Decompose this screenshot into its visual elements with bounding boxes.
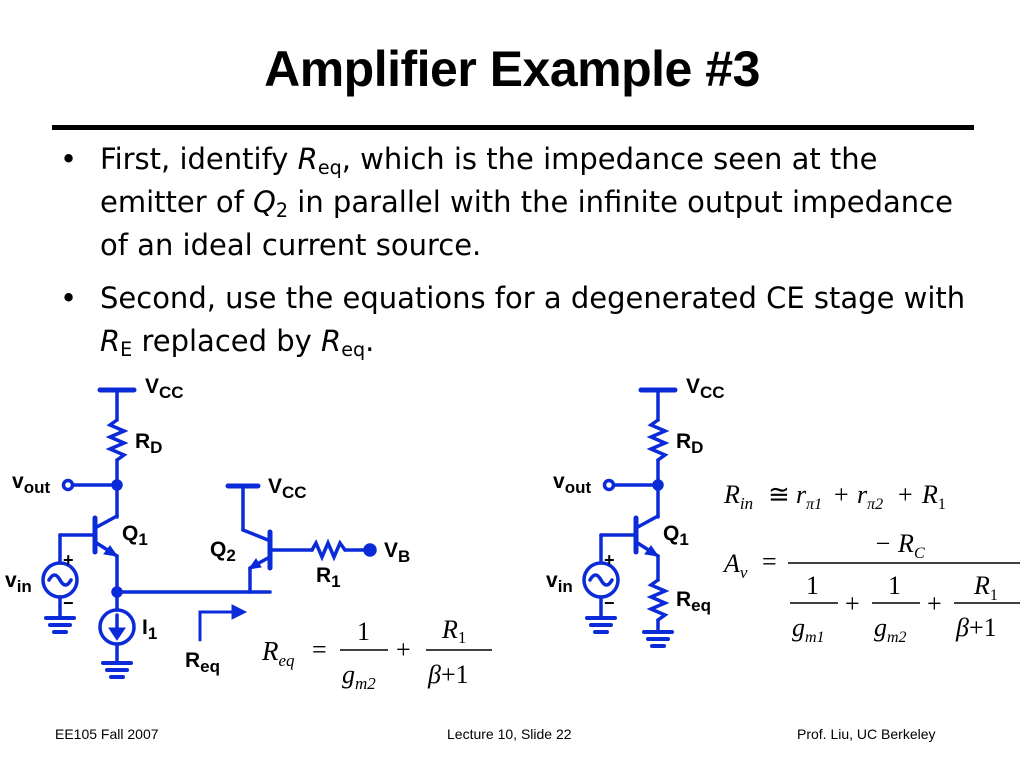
i1-label: I1: [142, 616, 157, 643]
q2-emitter-arrow: [247, 558, 262, 570]
req-eq-equals: =: [312, 635, 327, 664]
vout-terminal: [61, 478, 75, 492]
right-circuit-labels: VCC RD vout Q1 + − vin Req: [546, 375, 725, 615]
q1-emitter-arrow: [103, 545, 119, 557]
av-eq-equals: =: [762, 547, 777, 576]
vout-label: vout: [553, 470, 591, 497]
vout-terminal: [602, 478, 616, 492]
bullet-text-part: , which is the impedance seen at the emi…: [100, 142, 878, 219]
vin-sine: [588, 573, 614, 587]
req-eq-term1-den: gm2: [342, 660, 376, 693]
q1-collector: [634, 514, 660, 530]
bullet-text-part: .: [365, 324, 375, 358]
req-eq-term2-num: R1: [441, 615, 466, 647]
i1-arrow-head: [108, 627, 126, 641]
r1-label: R1: [316, 564, 341, 591]
bullet-item-1: • First, identify Req, which is the impe…: [60, 138, 980, 267]
rin-eq-rpi1: rπ1: [796, 480, 822, 513]
resistor-rd: [105, 418, 129, 462]
av-eq-d1-den: gm1: [792, 613, 825, 646]
req-subscript: eq: [341, 337, 366, 361]
av-eq-numerator: − RC: [874, 529, 925, 562]
rin-eq-plus: +: [898, 480, 913, 509]
q1-emitter-arrow: [644, 545, 660, 557]
req-label: Req: [185, 649, 220, 676]
req-symbol: R: [297, 142, 318, 176]
resistor-r1: [310, 538, 347, 562]
req-indicator-arrow: [231, 604, 248, 620]
footer-author: Prof. Liu, UC Berkeley: [797, 726, 936, 742]
rin-equation: Rin ≅ rπ1 + rπ2 + R1: [723, 480, 946, 513]
av-eq-plus: +: [927, 589, 942, 618]
left-circuit-labels: VCC RD vout Q1 + − vin I1 VCC Q2 VB R1 R…: [5, 375, 410, 676]
bullet-text-2: Second, use the equations for a degenera…: [100, 277, 980, 363]
bullet-text-part: in parallel with the infinite output imp…: [100, 185, 953, 262]
q2-collector: [241, 528, 270, 542]
av-eq-d3-num: R1: [973, 571, 998, 604]
vcc-label: VCC: [686, 375, 725, 402]
req-eq-term2-den: β+1: [427, 660, 469, 689]
rd-label: RD: [676, 430, 703, 457]
req-subscript: eq: [317, 155, 342, 179]
rd-label: RD: [135, 430, 162, 457]
req-indicator: [198, 610, 234, 642]
vin-plus: +: [604, 550, 615, 570]
rin-eq-r1: R1: [921, 480, 946, 513]
vin-label: vin: [546, 569, 573, 596]
q2-label: Q2: [210, 538, 236, 565]
q1-label: Q1: [663, 522, 689, 549]
rin-eq-rpi2: rπ2: [857, 480, 883, 513]
bullet-marker: •: [60, 281, 78, 315]
right-circuit: [582, 387, 678, 648]
footer-slide-number: Lecture 10, Slide 22: [447, 726, 572, 742]
req-eq-plus: +: [396, 635, 411, 664]
slide-title: Amplifier Example #3: [264, 41, 760, 97]
req-label: Req: [676, 588, 711, 615]
av-eq-plus: +: [845, 589, 860, 618]
bullet-marker: •: [60, 142, 78, 176]
req-eq-lhs: Req: [261, 636, 295, 670]
av-eq-d2-num: 1: [888, 571, 901, 600]
vb-label: VB: [384, 539, 410, 566]
rin-eq-lhs: Rin: [723, 480, 753, 513]
vin-label: vin: [5, 569, 32, 596]
q2-subscript: 2: [275, 198, 289, 222]
resistor-req: [646, 578, 670, 622]
bullet-text-1: First, identify Req, which is the impeda…: [100, 138, 980, 267]
vout-label: vout: [12, 470, 50, 497]
av-eq-d1-num: 1: [806, 571, 819, 600]
vin-minus: −: [63, 593, 74, 613]
vcc-label: VCC: [145, 375, 184, 402]
av-eq-lhs: Av: [722, 549, 748, 582]
req-equation: Req = 1 gm2 + R1 β+1: [261, 615, 492, 693]
left-circuit: [41, 387, 377, 679]
footer-course: EE105 Fall 2007: [55, 726, 159, 742]
req-eq-term1-num: 1: [357, 617, 370, 646]
bullet-text-part: replaced by: [132, 324, 322, 358]
vcc2-label: VCC: [268, 475, 307, 502]
q1-collector: [93, 514, 119, 530]
rin-eq-approx: ≅: [768, 480, 790, 509]
req-symbol: R: [321, 324, 342, 358]
vb-node: [363, 543, 377, 557]
resistor-rd: [646, 418, 670, 462]
re-symbol: R: [100, 324, 121, 358]
vin-plus: +: [63, 550, 74, 570]
q2-symbol: Q: [253, 185, 276, 219]
av-equation: Av = − RC 1 gm1 + 1 gm2 + R1 β+1: [722, 529, 1020, 646]
title-divider: [52, 125, 974, 130]
bullet-text-part: First, identify: [100, 142, 298, 176]
q1-label: Q1: [122, 522, 148, 549]
vin-minus: −: [604, 593, 615, 613]
av-eq-d3-den: β+1: [955, 613, 997, 642]
bullet-text-part: Second, use the equations for a degenera…: [100, 281, 966, 315]
rin-eq-plus: +: [834, 480, 849, 509]
vin-sine: [47, 573, 73, 587]
re-subscript: E: [120, 337, 133, 361]
av-eq-d2-den: gm2: [874, 613, 907, 646]
bullet-item-2: • Second, use the equations for a degene…: [60, 277, 980, 363]
